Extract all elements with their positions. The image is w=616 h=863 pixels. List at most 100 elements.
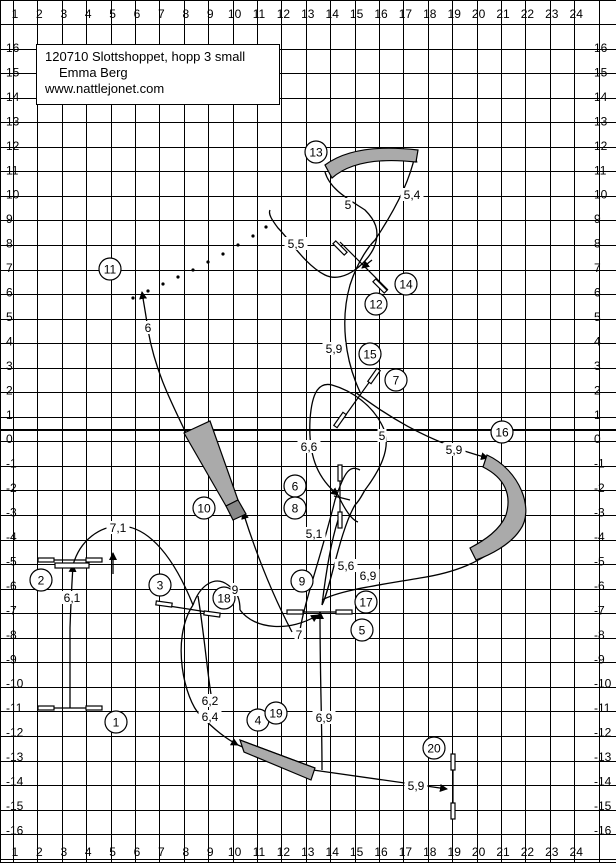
y-label-left: -5 (6, 554, 17, 568)
obstacle-circle (192, 496, 216, 520)
x-label-bottom: 13 (301, 845, 315, 859)
obstacle-number: 5 (359, 624, 366, 638)
distance-label-bg (198, 710, 222, 723)
x-label-top: 12 (277, 7, 291, 21)
x-label-top: 6 (134, 7, 141, 21)
x-label-top: 22 (521, 7, 535, 21)
y-label-left: -11 (6, 701, 23, 715)
obstacle-number: 13 (309, 146, 323, 160)
distance-label: 5,9 (446, 443, 463, 457)
course-info-box: 120710 Slottshoppet, hopp 3 small Emma B… (36, 44, 280, 105)
obstacle-18: 18 (212, 586, 236, 610)
y-label-right: 3 (594, 359, 601, 373)
y-label-left: 0 (6, 432, 13, 446)
obstacle-number: 8 (292, 502, 299, 516)
x-label-top: 19 (448, 7, 462, 21)
obstacle-circle (354, 590, 378, 614)
obstacle-6: 6 (283, 474, 307, 498)
x-label-top: 4 (85, 7, 92, 21)
y-label-right: 7 (594, 261, 601, 275)
y-label-left: 14 (6, 90, 20, 104)
y-label-left: 15 (6, 65, 20, 79)
y-label-right: -2 (594, 481, 605, 495)
x-label-bottom: 15 (350, 845, 364, 859)
obstacle-number: 14 (399, 278, 413, 292)
y-label-left: -2 (6, 481, 17, 495)
y-label-right: -14 (594, 775, 612, 789)
y-label-left: 8 (6, 237, 13, 251)
distance-label-bg (404, 779, 428, 792)
y-label-left: -1 (6, 457, 17, 471)
x-label-bottom: 16 (374, 845, 388, 859)
x-label-bottom: 14 (326, 845, 340, 859)
distance-label: 5,9 (326, 342, 343, 356)
y-label-right: -6 (594, 579, 605, 593)
judge-name: Emma Berg (59, 65, 128, 80)
y-label-left: 4 (6, 334, 13, 348)
obstacle-number: 6 (292, 480, 299, 494)
y-label-right: 6 (594, 286, 601, 300)
distance-label-bg (322, 342, 346, 355)
y-label-right: 16 (594, 41, 608, 55)
y-label-right: 12 (594, 139, 608, 153)
obstacle-7: 7 (384, 368, 408, 392)
distance-label-bg (356, 569, 380, 582)
y-label-left: 5 (6, 310, 13, 324)
distance-label: 7 (296, 628, 303, 642)
distance-label-bg (198, 694, 222, 707)
obstacle-circle (304, 140, 328, 164)
obstacle-13: 13 (304, 140, 328, 164)
x-label-bottom: 24 (570, 845, 584, 859)
obstacle-circle (212, 586, 236, 610)
y-label-left: 3 (6, 359, 13, 373)
x-label-top: 14 (326, 7, 340, 21)
x-label-bottom: 12 (277, 845, 291, 859)
distance-label-bg (377, 429, 387, 442)
obstacle-10: 10 (192, 496, 216, 520)
obstacle-16: 16 (490, 420, 514, 444)
obstacle-circle (358, 342, 382, 366)
y-label-right: -1 (594, 457, 605, 471)
obstacle-number: 9 (299, 575, 306, 589)
distance-label-bg (334, 559, 358, 572)
distance-label: 5,4 (404, 188, 421, 202)
y-label-left: 9 (6, 212, 13, 226)
y-label-right: -10 (594, 677, 612, 691)
distance-label: 6,1 (64, 591, 81, 605)
obstacle-number: 10 (197, 502, 211, 516)
y-label-right: -15 (594, 799, 612, 813)
obstacle-12: 12 (364, 292, 388, 316)
obstacle-number: 15 (363, 348, 377, 362)
distance-label: 7,1 (110, 521, 127, 535)
y-label-left: -6 (6, 579, 17, 593)
obstacle-14: 14 (394, 272, 418, 296)
distance-label: 5,1 (306, 527, 323, 541)
obstacle-circle (350, 618, 374, 642)
y-label-right: -16 (594, 823, 612, 837)
x-label-bottom: 10 (228, 845, 242, 859)
obstacle-number: 7 (393, 374, 400, 388)
y-label-left: 6 (6, 286, 13, 300)
x-label-top: 7 (158, 7, 165, 21)
distance-label: 9 (232, 583, 239, 597)
obstacle-circle (490, 420, 514, 444)
distance-label-bg (442, 443, 466, 456)
x-label-top: 2 (36, 7, 43, 21)
x-label-top: 15 (350, 7, 364, 21)
y-label-right: -9 (594, 652, 605, 666)
distance-label: 6 (145, 321, 152, 335)
distance-label: 5,9 (408, 779, 425, 793)
x-label-top: 18 (423, 7, 437, 21)
y-label-left: -16 (6, 823, 24, 837)
distance-label-bg (400, 188, 424, 201)
x-label-bottom: 9 (207, 845, 214, 859)
y-label-right: 13 (594, 114, 608, 128)
y-label-left: -4 (6, 530, 17, 544)
y-label-right: 5 (594, 310, 601, 324)
distance-label-bg (312, 711, 336, 724)
y-label-left: -8 (6, 628, 17, 642)
obstacle-9: 9 (290, 569, 314, 593)
